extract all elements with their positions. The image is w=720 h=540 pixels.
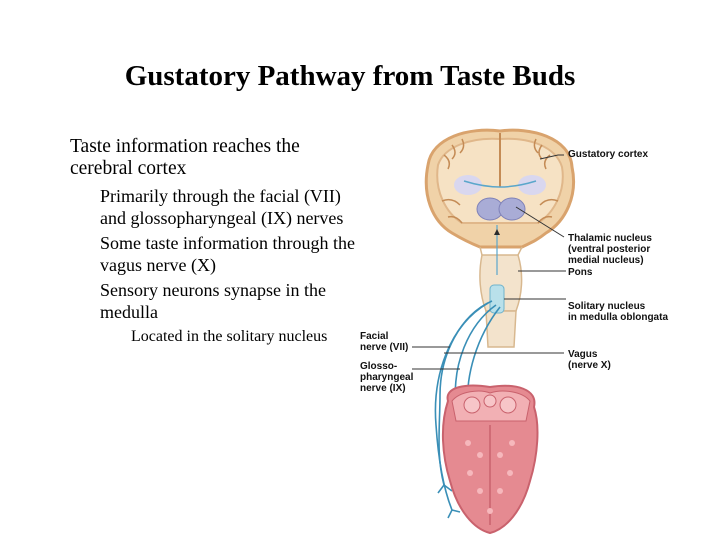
label-thalamic-nucleus: Thalamic nucleus (ventral posterior medi…: [568, 233, 652, 266]
bullet-main: Taste information reaches the cerebral c…: [70, 136, 300, 179]
label-solitary-nucleus: Solitary nucleus in medulla oblongata: [568, 301, 669, 323]
bullet-list: Taste information reaches the cerebral c…: [70, 136, 360, 346]
label-pons: Pons: [568, 267, 593, 278]
bullet-facial-glosso: Primarily through the facial (VII) and g…: [100, 186, 344, 228]
label-gustatory-cortex: Gustatory cortex: [568, 149, 649, 160]
gustatory-pathway-figure: Gustatory cortex Thalamic nucleus (ventr…: [340, 125, 720, 540]
brain-section: [424, 128, 575, 348]
slide-title: Gustatory Pathway from Taste Buds: [124, 60, 576, 92]
label-glossopharyngeal-nerve: Glosso- pharyngeal nerve (IX): [360, 361, 414, 394]
bullet-medulla: Sensory neurons synapse in the medulla: [100, 280, 326, 322]
leader-lines: [412, 154, 566, 370]
tongue: [441, 384, 539, 535]
bullet-solitary: Located in the solitary nucleus: [131, 328, 328, 345]
label-vagus: Vagus (nerve X): [568, 349, 611, 371]
bullet-vagus: Some taste information through the vagus…: [100, 233, 355, 275]
pathway-illustration: [412, 128, 575, 535]
label-facial-nerve: Facial nerve (VII): [360, 331, 409, 353]
